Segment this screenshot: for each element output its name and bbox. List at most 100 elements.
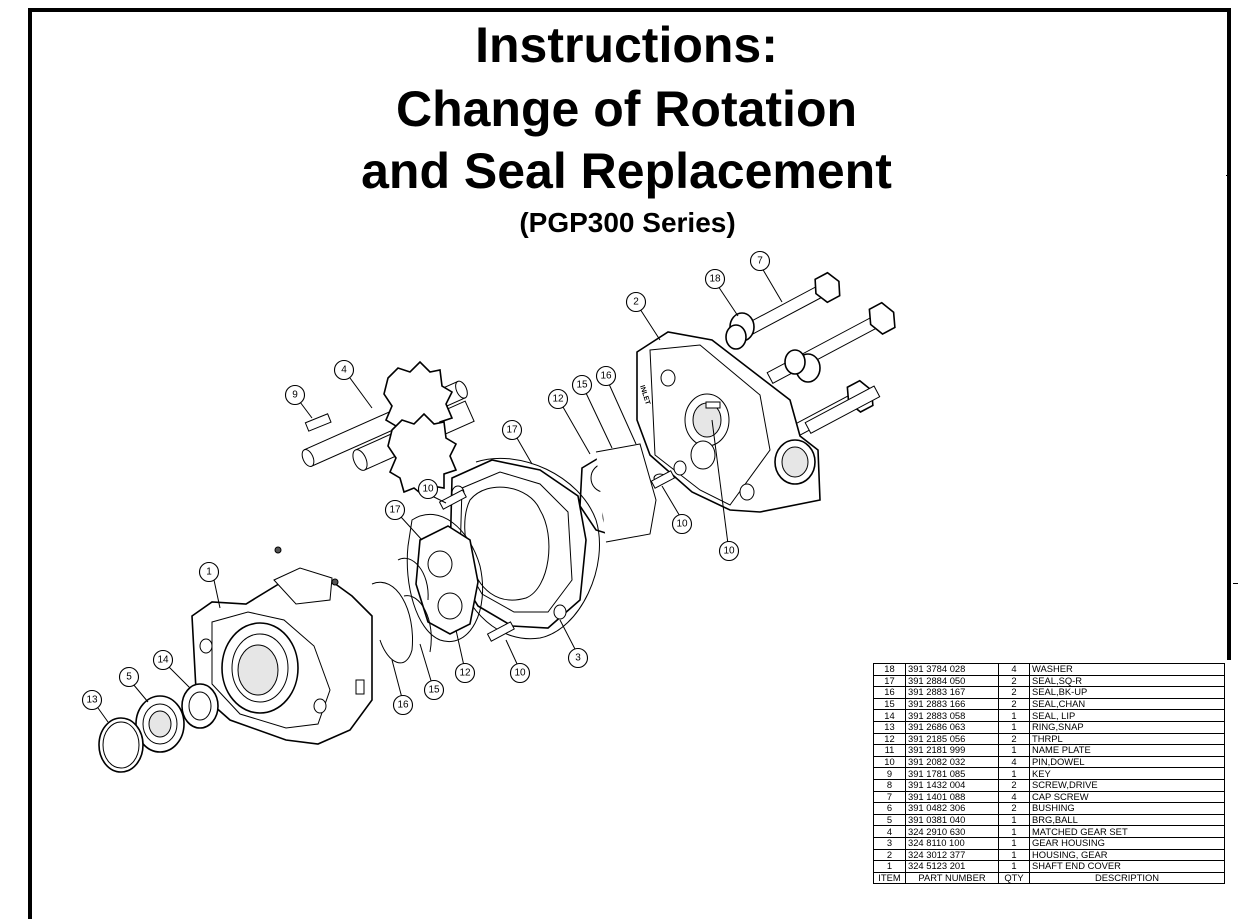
bom-part-number-cell: 391 2181 999 <box>905 744 999 757</box>
bom-item-cell: 5 <box>873 813 906 827</box>
svg-text:4: 4 <box>341 365 347 376</box>
bom-qty-cell: 4 <box>998 755 1030 769</box>
callout-18: 18 <box>704 268 726 290</box>
bom-description-cell: BUSHING <box>1029 802 1225 815</box>
svg-text:3: 3 <box>575 653 581 664</box>
bom-qty-cell: 2 <box>998 674 1030 688</box>
bom-item-cell: 14 <box>873 709 906 722</box>
svg-text:10: 10 <box>676 519 688 530</box>
svg-text:17: 17 <box>389 505 401 516</box>
callout-2: 2 <box>625 291 647 313</box>
exploded-pump-diagram: INLET <box>81 250 896 773</box>
bom-part-number-cell: 391 2884 050 <box>905 674 999 688</box>
callout-1: 1 <box>198 561 220 583</box>
bom-qty-cell: 1 <box>998 744 1030 757</box>
bom-item-cell: 6 <box>873 802 906 815</box>
bom-item-cell: 3 <box>873 836 906 850</box>
bom-description-cell: WASHER <box>1029 663 1225 676</box>
bom-qty-cell: 2 <box>998 686 1030 699</box>
callout-10: 10 <box>718 540 740 562</box>
callout-3: 3 <box>567 647 589 669</box>
bom-qty-cell: 1 <box>998 767 1030 780</box>
svg-text:5: 5 <box>126 672 132 683</box>
bom-qty-cell: 1 <box>998 860 1030 873</box>
callout-15: 15 <box>571 374 593 396</box>
bom-qty-cell: 1 <box>998 848 1030 862</box>
front-seals-and-bearing <box>98 683 219 773</box>
svg-text:12: 12 <box>552 394 564 405</box>
bom-qty-cell: 4 <box>998 663 1030 676</box>
callout-10: 10 <box>671 513 693 535</box>
callout-12: 12 <box>454 662 476 684</box>
bom-description-cell: NAME PLATE <box>1029 744 1225 757</box>
page-title-line-2: Change of Rotation <box>395 81 858 137</box>
bom-item-cell: 9 <box>873 767 906 780</box>
bom-item-cell: 1 <box>873 860 906 873</box>
callout-12: 12 <box>547 388 569 410</box>
bom-description-cell: SEAL,BK-UP <box>1029 686 1225 699</box>
callout-14: 14 <box>152 649 174 671</box>
callout-10: 10 <box>509 662 531 684</box>
bom-part-number-cell: 391 2883 058 <box>905 709 999 722</box>
bom-qty-cell: 1 <box>998 825 1030 838</box>
bom-header-qty: QTY <box>998 871 1030 885</box>
bom-description-cell: RING,SNAP <box>1029 720 1225 734</box>
bom-item-cell: 12 <box>873 732 906 746</box>
thrust-plate-upper <box>579 443 676 543</box>
page-title-line-1: Instructions: <box>475 17 778 73</box>
bom-header-description: DESCRIPTION <box>1029 871 1225 885</box>
svg-text:14: 14 <box>157 655 169 666</box>
bom-part-number-cell: 324 8110 100 <box>905 836 999 850</box>
bom-qty-cell: 1 <box>998 813 1030 827</box>
bom-part-number-cell: 391 2686 063 <box>905 720 999 734</box>
bom-item-cell: 7 <box>873 790 906 804</box>
bom-header-item: ITEM <box>873 871 906 885</box>
bom-item-cell: 4 <box>873 825 906 838</box>
gear-housing <box>438 457 600 642</box>
bom-part-number-cell: 324 2910 630 <box>905 825 999 838</box>
bom-item-cell: 18 <box>873 663 906 676</box>
bom-description-cell: SEAL,CHAN <box>1029 697 1225 711</box>
svg-text:2: 2 <box>633 297 639 308</box>
callout-17: 17 <box>501 419 523 441</box>
svg-text:10: 10 <box>422 484 434 495</box>
bom-part-number-cell: 324 5123 201 <box>905 860 999 873</box>
bom-item-cell: 2 <box>873 848 906 862</box>
callout-9: 9 <box>284 384 306 406</box>
bom-item-cell: 15 <box>873 697 906 711</box>
page-title-line-3: and Seal Replacement <box>361 143 892 199</box>
bom-qty-cell: 2 <box>998 778 1030 792</box>
svg-text:16: 16 <box>600 371 612 382</box>
svg-text:9: 9 <box>292 390 298 401</box>
bom-qty-cell: 1 <box>998 709 1030 722</box>
svg-text:1: 1 <box>206 567 212 578</box>
page-border-left <box>28 8 32 919</box>
bom-description-cell: HOUSING, GEAR <box>1029 848 1225 862</box>
bom-part-number-cell: 391 1781 085 <box>905 767 999 780</box>
bom-item-cell: 8 <box>873 778 906 792</box>
callout-16: 16 <box>595 365 617 387</box>
callout-10: 10 <box>417 478 439 500</box>
matched-gear-set <box>301 360 475 498</box>
svg-text:15: 15 <box>576 380 588 391</box>
bom-item-cell: 11 <box>873 744 906 757</box>
callout-15: 15 <box>423 679 445 701</box>
bom-item-cell: 16 <box>873 686 906 699</box>
callout-4: 4 <box>333 359 355 381</box>
